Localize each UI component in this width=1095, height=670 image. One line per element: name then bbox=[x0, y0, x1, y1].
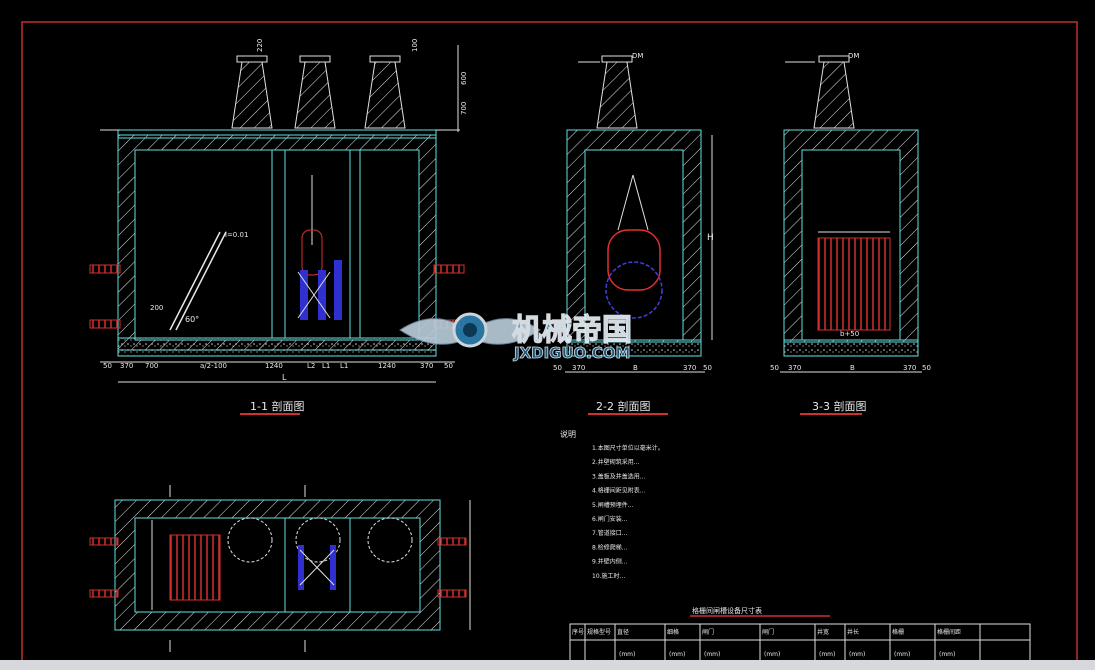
table-header: 序号 bbox=[572, 628, 584, 636]
dims-2-2: 50 370 B 370 50 bbox=[553, 364, 712, 372]
dim-label: 50 bbox=[770, 364, 779, 372]
dim-label-l: L bbox=[282, 373, 287, 382]
dim-d220: 220 bbox=[256, 39, 264, 52]
table-header: 直径 bbox=[617, 628, 629, 636]
table-header: 闸门 bbox=[702, 628, 714, 636]
label-dm-22: DM bbox=[632, 52, 643, 60]
watermark-cn: 机械帝国 bbox=[512, 313, 632, 348]
table-unit: (mm) bbox=[704, 651, 720, 658]
section-title-2-2: 2-2 剖面图 bbox=[596, 399, 650, 413]
note-line: 4.格栅间距见附表... bbox=[592, 487, 646, 495]
dims-3-3: 50 370 B 370 50 bbox=[770, 364, 931, 372]
notes-block: 说明 1.本图尺寸单位以毫米计。 2.井壁砌筑采用... 3.盖板及井盖选用... 4… bbox=[560, 429, 664, 580]
equipment-table: 格栅间闸槽设备尺寸表 序号规格型号直径 细格 闸门 闸门 井宽 井长 格栅 格栅间距 (mm) (… bbox=[569, 606, 1031, 665]
dim-label: a/2-100 bbox=[200, 362, 227, 370]
table-unit: (mm) bbox=[619, 651, 635, 658]
dim-label: 1240 bbox=[378, 362, 396, 370]
gear-wing-logo-icon bbox=[399, 312, 541, 348]
note-line: 2.井壁砌筑采用... bbox=[592, 458, 640, 466]
dim-label: B bbox=[850, 364, 855, 372]
dim-label: L1 bbox=[322, 362, 330, 370]
table-header: 闸门 bbox=[762, 628, 774, 636]
table-columns: 序号规格型号直径 细格 闸门 闸门 井宽 井长 格栅 格栅间距 (mm) (mm) (mm) (mm)… bbox=[569, 624, 981, 664]
table-title: 格栅间闸槽设备尺寸表 bbox=[692, 606, 762, 615]
dim-label: 370 bbox=[572, 364, 585, 372]
dim-label: 370 bbox=[420, 362, 433, 370]
dims-1-1: 50 370 700 a/2-100 1240 L2 L1 L1 1240 370 50 bbox=[103, 362, 453, 370]
watermark: 机械帝国 JXDIGUO.COM bbox=[399, 312, 633, 362]
table-unit: (mm) bbox=[819, 651, 835, 658]
label-h: H bbox=[707, 233, 714, 243]
label-angle: 60° bbox=[185, 315, 199, 324]
label-slope: i=0.01 bbox=[225, 231, 248, 239]
notes-lines: 1.本图尺寸单位以毫米计。 2.井壁砌筑采用... 3.盖板及井盖选用... 4.格栅… bbox=[592, 444, 664, 580]
dim-label: 50 bbox=[922, 364, 931, 372]
notes-heading: 说明 bbox=[560, 429, 576, 439]
dim-label: 700 bbox=[145, 362, 158, 370]
watermark-en: JXDIGUO.COM bbox=[513, 344, 630, 362]
dim-label: 50 bbox=[103, 362, 112, 370]
table-unit: (mm) bbox=[894, 651, 910, 658]
table-header: 井宽 bbox=[817, 628, 829, 636]
bottom-scroll-bar[interactable] bbox=[0, 660, 1095, 670]
table-header: 井长 bbox=[847, 628, 859, 636]
plan-view bbox=[89, 485, 471, 652]
label-dm-33: DM bbox=[848, 52, 859, 60]
section-1-1: L 60° i=0.01 200 220 100 700 600 50 370 70… bbox=[89, 39, 468, 415]
dim-label: L1 bbox=[340, 362, 348, 370]
dim-d600: 600 bbox=[460, 72, 468, 85]
note-line: 9.井壁内侧... bbox=[592, 558, 628, 566]
note-line: 8.检修爬梯... bbox=[592, 543, 628, 551]
dim-label: L2 bbox=[307, 362, 315, 370]
dim-label: 370 bbox=[683, 364, 696, 372]
dim-label: 50 bbox=[703, 364, 712, 372]
table-header: 规格型号 bbox=[587, 628, 611, 636]
note-line: 3.盖板及井盖选用... bbox=[592, 472, 646, 480]
note-line: 5.闸槽预埋件... bbox=[592, 501, 634, 509]
table-unit: (mm) bbox=[939, 651, 955, 658]
note-line: 6.闸门安装... bbox=[592, 515, 628, 523]
table-header: 细格 bbox=[667, 628, 679, 636]
table-header: 格栅 bbox=[892, 628, 904, 636]
label-h200: 200 bbox=[150, 304, 163, 312]
section-title-3-3: 3-3 剖面图 bbox=[812, 399, 866, 413]
dim-label: 1240 bbox=[265, 362, 283, 370]
table-unit: (mm) bbox=[669, 651, 685, 658]
note-line: 10.施工时... bbox=[592, 572, 625, 580]
dim-label: 370 bbox=[788, 364, 801, 372]
section-3-3: DM b+50 50 370 B 370 50 3-3 剖面图 bbox=[770, 52, 931, 415]
table-unit: (mm) bbox=[764, 651, 780, 658]
note-line: 7.管道接口... bbox=[592, 529, 628, 537]
note-line: 1.本图尺寸单位以毫米计。 bbox=[592, 444, 664, 452]
dim-label: 50 bbox=[553, 364, 562, 372]
dim-label: B bbox=[633, 364, 638, 372]
section-2-2: DM H 50 370 B 370 50 2-2 剖面图 bbox=[553, 52, 714, 415]
section-title-1-1: 1-1 剖面图 bbox=[250, 399, 304, 413]
dim-d100: 100 bbox=[411, 39, 419, 52]
label-b50: b+50 bbox=[840, 330, 859, 338]
dim-label: 370 bbox=[120, 362, 133, 370]
dim-label: 370 bbox=[903, 364, 916, 372]
table-header: 格栅间距 bbox=[937, 628, 961, 636]
dim-h700: 700 bbox=[460, 102, 468, 115]
table-unit: (mm) bbox=[849, 651, 865, 658]
dim-label: 50 bbox=[444, 362, 453, 370]
